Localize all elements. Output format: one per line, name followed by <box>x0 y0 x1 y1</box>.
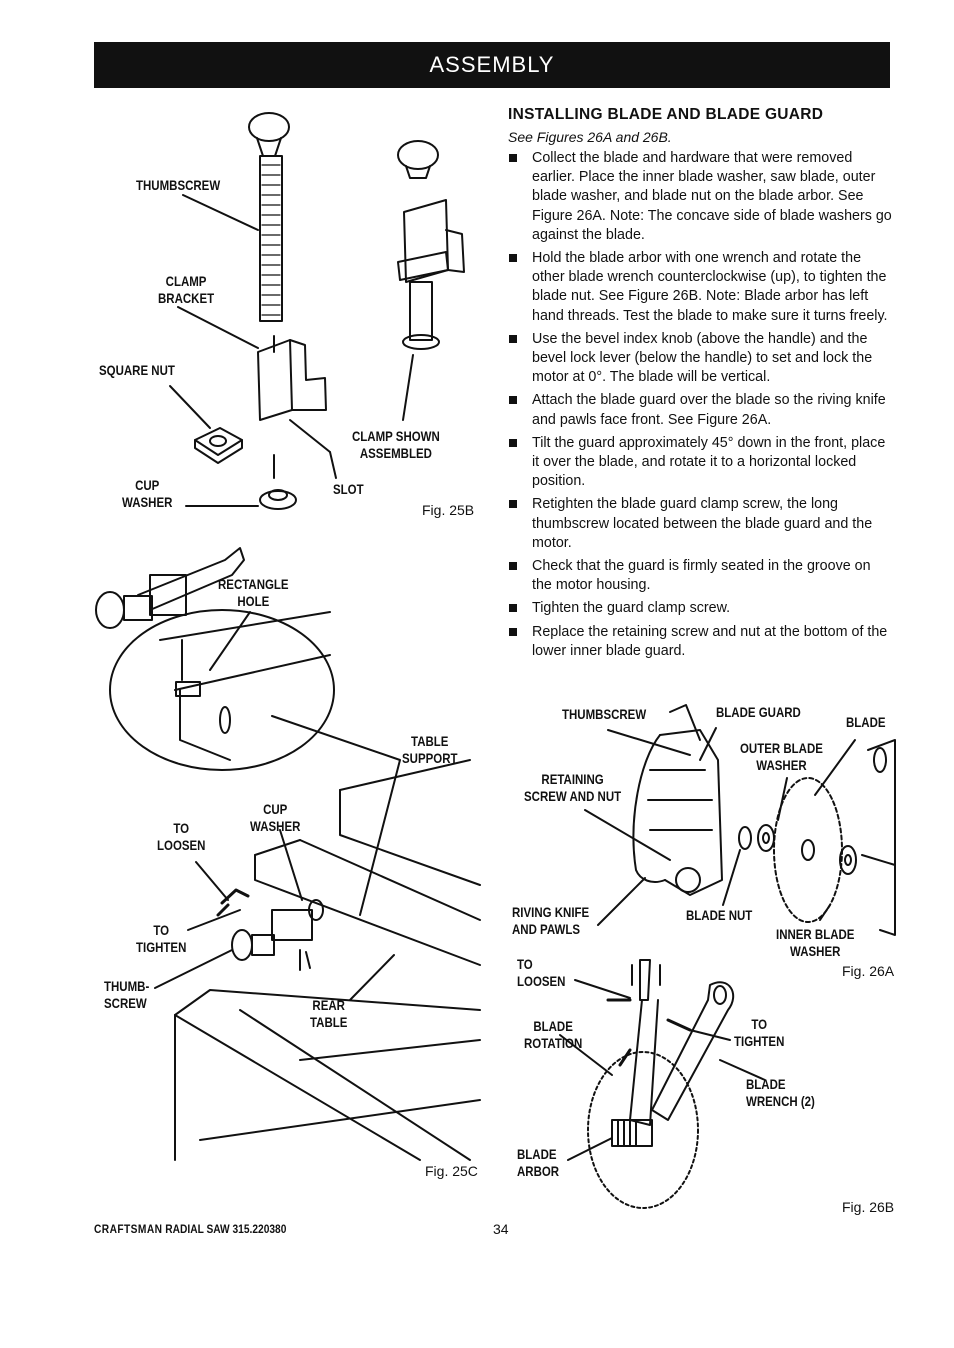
label-blade-nut: BLADE NUT <box>686 907 753 923</box>
figure-reference: See Figures 26A and 26B. <box>508 129 672 145</box>
section-heading: INSTALLING BLADE AND BLADE GUARD <box>508 106 824 123</box>
instruction-item: Collect the blade and hardware that were… <box>508 149 893 245</box>
fig26a-caption: Fig. 26A <box>842 963 895 979</box>
label-to-tighten-26b: TO TIGHTEN <box>734 1016 785 1049</box>
instruction-item: Tilt the guard approximately 45° down in… <box>508 434 893 492</box>
instruction-item: Retighten the blade guard clamp screw, t… <box>508 495 893 553</box>
banner-title: ASSEMBLY <box>429 52 555 77</box>
fig26b-caption: Fig. 26B <box>842 1199 895 1215</box>
section-banner: ASSEMBLY <box>94 42 890 88</box>
model-number: RADIAL SAW 315.220380 <box>165 1222 287 1236</box>
label-table-support: TABLE SUPPORT <box>402 733 458 766</box>
fig26a-drawing <box>584 704 896 936</box>
label-clamp-bracket: CLAMP BRACKET <box>158 273 215 306</box>
label-blade-guard: BLADE GUARD <box>716 704 801 720</box>
label-blade-rotation: BLADE ROTATION <box>524 1018 583 1051</box>
instruction-item: Attach the blade guard over the blade so… <box>508 391 893 429</box>
fig25c-caption: Fig. 25C <box>425 1163 478 1179</box>
label-thumbscrew-25b: THUMBSCREW <box>136 177 221 193</box>
label-rear-table: REAR TABLE <box>310 997 348 1030</box>
label-to-loosen-26b: TO LOOSEN <box>517 956 566 989</box>
brand-logo: CRAFTSMAN <box>94 1222 163 1236</box>
label-clamp-shown-assembled: CLAMP SHOWN ASSEMBLED <box>352 428 440 461</box>
label-rectangle-hole: RECTANGLE HOLE <box>218 576 289 609</box>
label-retaining-screw-and-nut: RETAINING SCREW AND NUT <box>524 771 622 804</box>
instruction-list: Collect the blade and hardware that were… <box>508 149 893 661</box>
label-blade: BLADE <box>846 714 886 730</box>
fig26b-drawing <box>559 959 766 1209</box>
label-to-loosen-25c: TO LOOSEN <box>157 820 206 853</box>
label-inner-blade-washer: INNER BLADE WASHER <box>776 926 855 959</box>
label-riving-knife-and-pawls: RIVING KNIFE AND PAWLS <box>512 904 590 937</box>
label-blade-arbor: BLADE ARBOR <box>517 1146 560 1179</box>
page-number: 34 <box>493 1221 509 1237</box>
instruction-item: Check that the guard is firmly seated in… <box>508 557 893 595</box>
blade-installation-section: INSTALLING BLADE AND BLADE GUARD See Fig… <box>508 106 893 665</box>
label-thumbscrew-25c: THUMB- SCREW <box>104 978 150 1011</box>
label-square-nut: SQUARE NUT <box>99 362 175 378</box>
label-to-tighten-25c: TO TIGHTEN <box>136 922 187 955</box>
instruction-item: Hold the blade arbor with one wrench and… <box>508 249 893 326</box>
fig25c-drawing <box>95 547 481 1161</box>
label-cup-washer-25c: CUP WASHER <box>250 801 301 834</box>
instruction-item: Tighten the guard clamp screw. <box>508 599 893 618</box>
footer-model: CRAFTSMAN RADIAL SAW 315.220380 <box>94 1222 286 1236</box>
label-outer-blade-washer: OUTER BLADE WASHER <box>740 740 823 773</box>
instruction-item: Use the bevel index knob (above the hand… <box>508 330 893 388</box>
label-blade-wrench: BLADE WRENCH (2) <box>746 1076 815 1109</box>
instruction-item: Replace the retaining screw and nut at t… <box>508 623 893 661</box>
label-cup-washer-25b: CUP WASHER <box>122 477 173 510</box>
label-thumbscrew-26a: THUMBSCREW <box>562 706 647 722</box>
label-slot: SLOT <box>333 481 364 497</box>
fig25b-caption: Fig. 25B <box>422 502 475 518</box>
fig25b-drawing <box>169 112 465 510</box>
